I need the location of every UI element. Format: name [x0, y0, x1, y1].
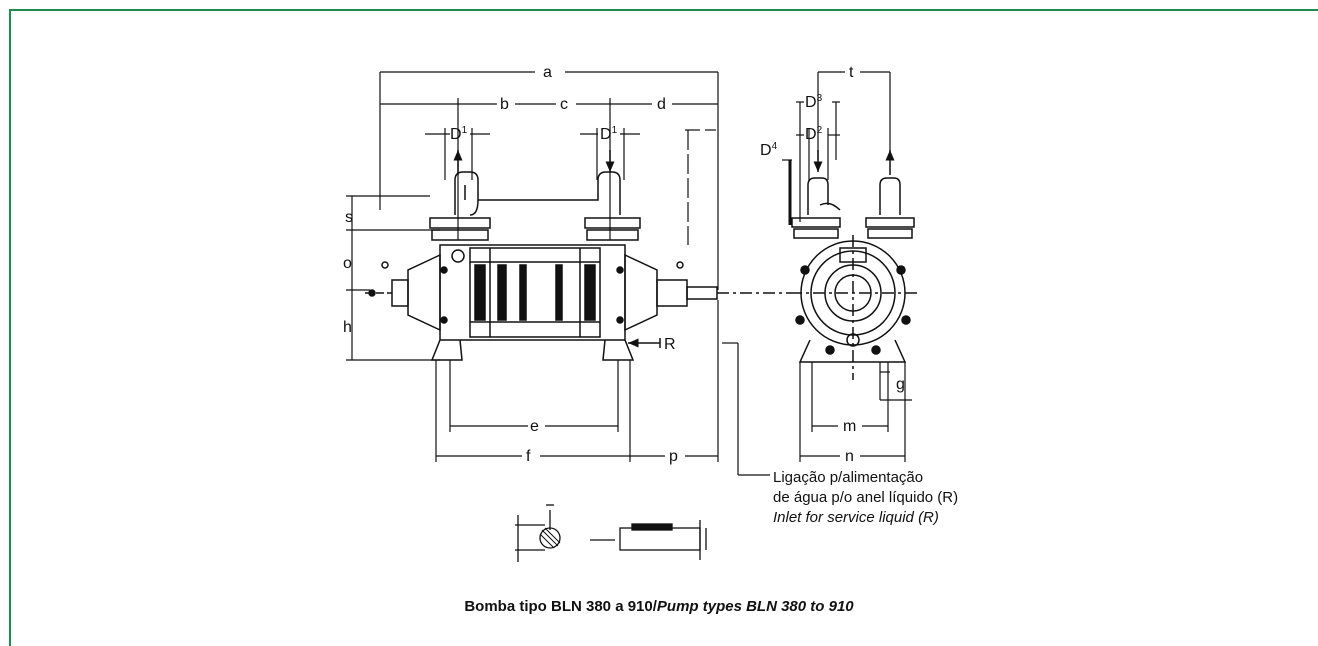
note-line-2: de água p/o anel líquido (R) [773, 489, 958, 506]
page-frame [9, 9, 1318, 646]
dimension-efp [435, 300, 719, 462]
label-D1-right: D1 [600, 125, 618, 143]
label-p: p [669, 448, 678, 465]
label-c: c [560, 96, 568, 113]
dimension-gmn [799, 362, 912, 462]
dimension-D4 [782, 159, 792, 225]
label-t: t [849, 64, 854, 81]
label-n: n [845, 448, 854, 465]
dimension-a [379, 71, 719, 290]
caption-en: Pump types BLN 380 to 910 [656, 598, 854, 615]
label-D1-left: D1 [450, 125, 468, 143]
service-liquid-note: Ligação p/alimentação de água p/o anel l… [773, 469, 958, 526]
label-e: e [530, 418, 539, 435]
dimension-soh [346, 195, 440, 361]
label-g: g [896, 376, 905, 393]
label-D4: D4 [760, 141, 778, 159]
label-b: b [500, 96, 509, 113]
label-m: m [843, 418, 856, 435]
dimension-D1 [425, 128, 640, 180]
note-line-1: Ligação p/alimentação [773, 469, 923, 486]
label-o: o [343, 255, 352, 272]
dimension-D3 [796, 101, 840, 222]
label-a: a [543, 64, 552, 81]
label-D2: D2 [805, 125, 823, 143]
note-line-3: Inlet for service liquid (R) [773, 509, 939, 526]
dimension-D2 [796, 128, 840, 180]
label-D3: D3 [805, 93, 823, 111]
pump-side-view [790, 150, 920, 380]
label-f: f [526, 448, 531, 465]
label-s: s [345, 209, 353, 226]
figure-caption: Bomba tipo BLN 380 a 910/Pump types BLN … [0, 598, 1318, 615]
label-h: h [343, 319, 352, 336]
label-d: d [657, 96, 666, 113]
label-R: R [664, 336, 676, 353]
dimension-labels: a b c d D1 D1 s o h e f p R t D3 D2 D4 g… [343, 64, 905, 465]
shaft-detail [515, 504, 707, 562]
pump-front-view [365, 150, 790, 361]
dimension-t [817, 71, 891, 160]
caption-pt: Bomba tipo BLN 380 a 910/ [464, 598, 657, 615]
